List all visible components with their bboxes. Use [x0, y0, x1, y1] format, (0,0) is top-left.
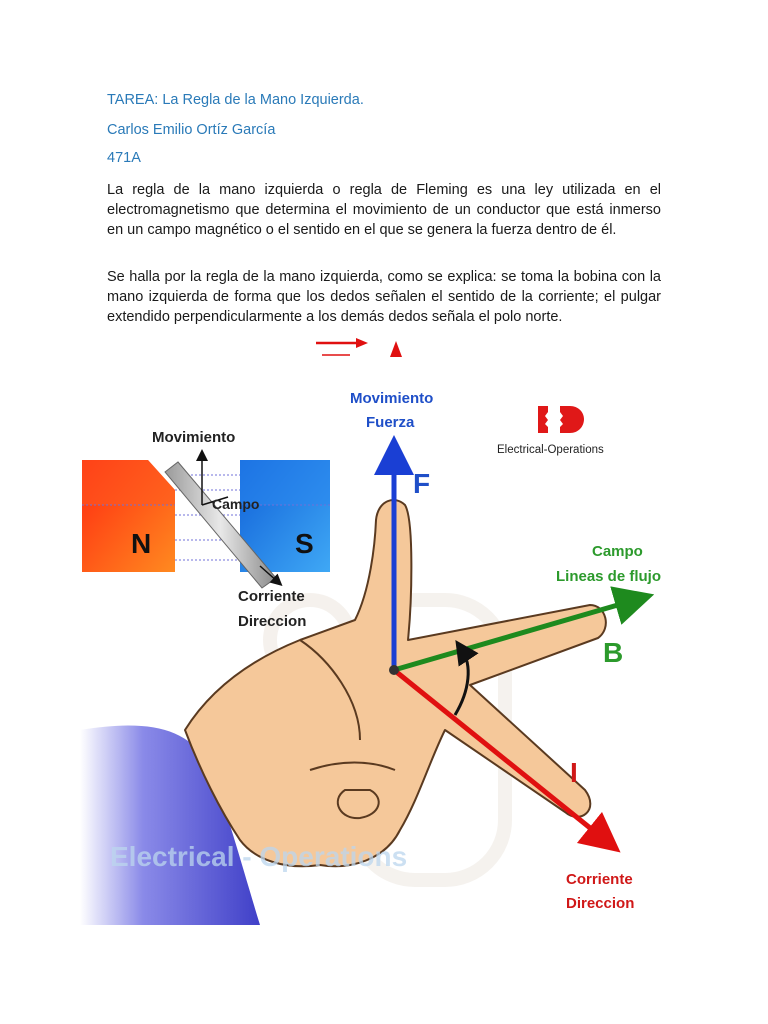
current-letter: I — [570, 757, 578, 788]
inset-direccion: Direccion — [238, 613, 306, 630]
paragraph-explanation: Se halla por la regla de la mano izquier… — [107, 269, 661, 325]
inset-corriente: Corriente — [238, 588, 305, 605]
author-name: Carlos Emilio Ortíz García — [107, 122, 276, 138]
inset-campo: Campo — [212, 496, 259, 512]
rotation-arrow — [453, 640, 479, 716]
current-label-2: Direccion — [566, 895, 634, 912]
inset-movimiento: Movimiento — [152, 429, 235, 446]
force-label-2: Fuerza — [366, 414, 415, 431]
magnet-inset: Movimiento Campo N S Corriente Direccion — [82, 429, 330, 630]
force-letter: F — [413, 468, 430, 499]
field-label-1: Campo — [592, 543, 643, 560]
document-title: TAREA: La Regla de la Mano Izquierda. — [107, 92, 364, 108]
origin-point — [389, 665, 399, 675]
red-marks — [316, 338, 402, 357]
field-arrow — [393, 586, 655, 673]
hand — [184, 499, 607, 868]
logo-text: Electrical-Operations — [497, 444, 604, 456]
paragraph-definition: La regla de la mano izquierda o regla de… — [107, 182, 661, 238]
current-arrow — [392, 668, 621, 853]
inset-south-pole: S — [295, 528, 314, 559]
field-label-2: Lineas de flujo — [556, 568, 661, 585]
inset-north-pole: N — [131, 528, 151, 559]
electrical-operations-logo: Electrical-Operations — [497, 406, 604, 456]
force-label-1: Movimiento — [350, 390, 433, 407]
group-code: 471A — [107, 150, 141, 166]
field-letter: B — [603, 637, 623, 668]
sleeve — [80, 725, 260, 925]
current-label-1: Corriente — [566, 871, 633, 888]
watermark-text: Electrical - Operations — [110, 841, 407, 872]
